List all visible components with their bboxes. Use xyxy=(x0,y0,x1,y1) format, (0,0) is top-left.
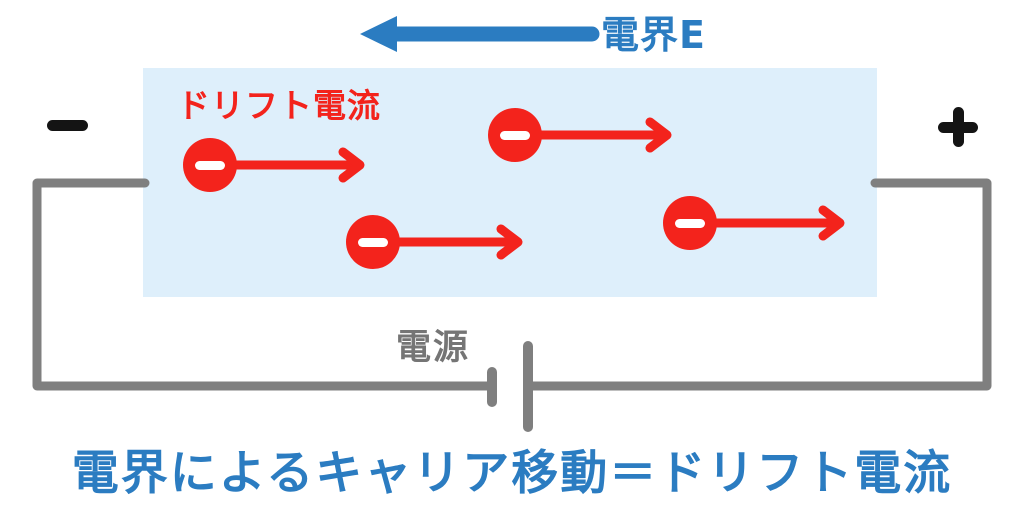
electron-icon xyxy=(663,196,717,250)
right-circuit-wire xyxy=(528,178,992,391)
minus-icon xyxy=(675,218,705,228)
minus-icon xyxy=(195,160,225,170)
minus-icon xyxy=(500,130,530,140)
negative-terminal-icon xyxy=(47,120,88,131)
power-source-label: 電源 xyxy=(396,328,471,368)
conductor-region xyxy=(143,68,877,297)
electric-field-label: 電界E xyxy=(601,13,706,57)
electron-icon xyxy=(488,108,542,162)
electric-field-arrow-icon xyxy=(360,16,600,52)
drift-current-label: ドリフト電流 xyxy=(177,86,381,125)
positive-terminal-icon xyxy=(938,107,978,147)
electron-icon xyxy=(183,138,237,192)
diagram-caption: 電界によるキャリア移動＝ドリフト電流 xyxy=(71,446,953,501)
minus-icon xyxy=(358,237,388,247)
electron-icon xyxy=(346,215,400,269)
left-circuit-wire xyxy=(32,178,492,391)
